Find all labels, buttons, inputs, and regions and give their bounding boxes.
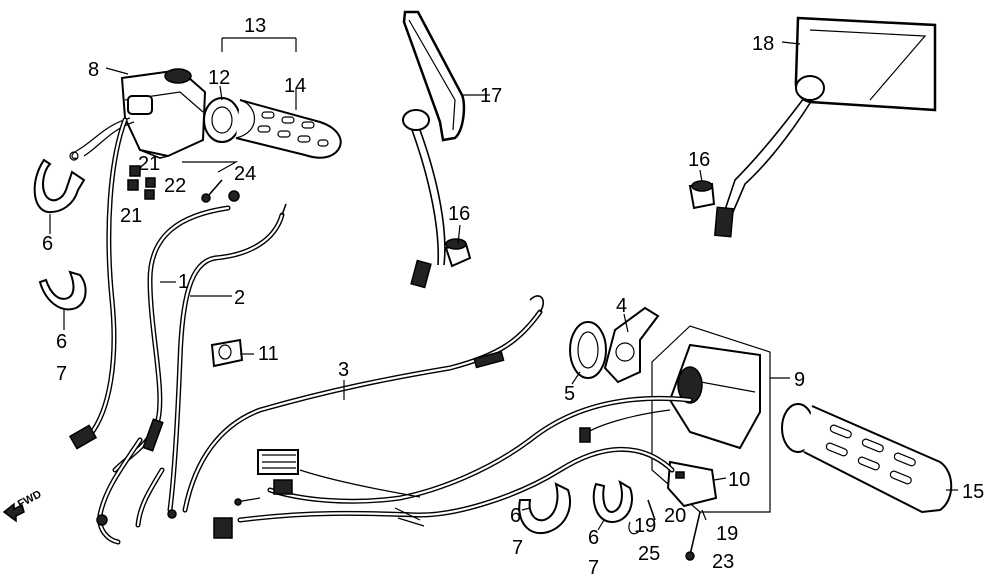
callout-10: 10 (728, 469, 750, 491)
callout-13: 13 (244, 15, 266, 37)
right-wiring-harness (213, 395, 693, 539)
callout-11: 11 (258, 343, 279, 365)
mirror-nut-right (688, 180, 716, 210)
cable-2 (167, 203, 287, 519)
right-grip (781, 403, 953, 514)
housing-outline-box (651, 325, 771, 513)
callout-5: 5 (564, 383, 575, 405)
callout-7-b: 7 (512, 537, 523, 559)
grip-pattern (257, 111, 329, 147)
screws-right (628, 499, 701, 561)
mirror-nut-left (444, 238, 472, 268)
throttle-grip-assembly (203, 97, 342, 159)
callout-14: 14 (284, 75, 306, 97)
screws-left (127, 161, 240, 203)
callout-24: 24 (234, 163, 256, 185)
callout-2: 2 (234, 287, 245, 309)
cable-3 (182, 295, 545, 513)
callout-8: 8 (88, 59, 99, 81)
callout-23: 23 (712, 551, 734, 573)
switch-block-10 (666, 460, 718, 508)
callout-6-c: 6 (510, 505, 521, 527)
callout-25: 25 (638, 543, 660, 565)
right-mirror (713, 16, 937, 238)
switch-lever-4 (603, 306, 660, 384)
callout-9: 9 (794, 369, 805, 391)
callout-15: 15 (962, 481, 984, 503)
forward-direction-indicator: FWD (2, 488, 44, 523)
callout-19-left: 19 (634, 515, 656, 537)
callout-20: 20 (664, 505, 686, 527)
callout-7-c: 7 (588, 557, 599, 579)
cable-1b (68, 117, 128, 450)
cable-lower (96, 437, 165, 545)
switch-ring-5 (569, 321, 607, 379)
callout-1: 1 (178, 271, 189, 293)
callout-6-a: 6 (42, 233, 53, 255)
cable-band-right-b (592, 479, 633, 524)
leader-lines (49, 37, 958, 531)
callout-18: 18 (752, 33, 774, 55)
callout-17: 17 (480, 85, 502, 107)
callout-19-right: 19 (716, 523, 738, 545)
callout-6-b: 6 (56, 331, 67, 353)
fwd-label: FWD (16, 488, 44, 510)
callout-3: 3 (338, 359, 349, 381)
left-mirror (402, 10, 466, 289)
cable-band-right-a (518, 482, 571, 535)
callout-7-a: 7 (56, 363, 67, 385)
callout-16-left: 16 (448, 203, 470, 225)
left-switch-housing (120, 68, 207, 159)
left-switch-wiring (69, 117, 135, 161)
cable-band-lower-left (38, 270, 87, 311)
right-switch-housing (668, 343, 761, 450)
callout-21-bottom: 21 (120, 205, 142, 227)
callout-21-top: 21 (138, 153, 160, 175)
callout-4: 4 (616, 295, 627, 317)
cable-1 (112, 205, 231, 473)
callout-12: 12 (208, 67, 230, 89)
clamp-11 (210, 338, 244, 368)
callout-6-d: 6 (588, 527, 599, 549)
callout-22: 22 (164, 175, 186, 197)
callout-labels: 8 13 12 14 17 18 16 16 21 22 24 21 6 1 2… (42, 15, 984, 579)
cable-band-upper-left (33, 158, 86, 214)
callout-16-right: 16 (688, 149, 710, 171)
